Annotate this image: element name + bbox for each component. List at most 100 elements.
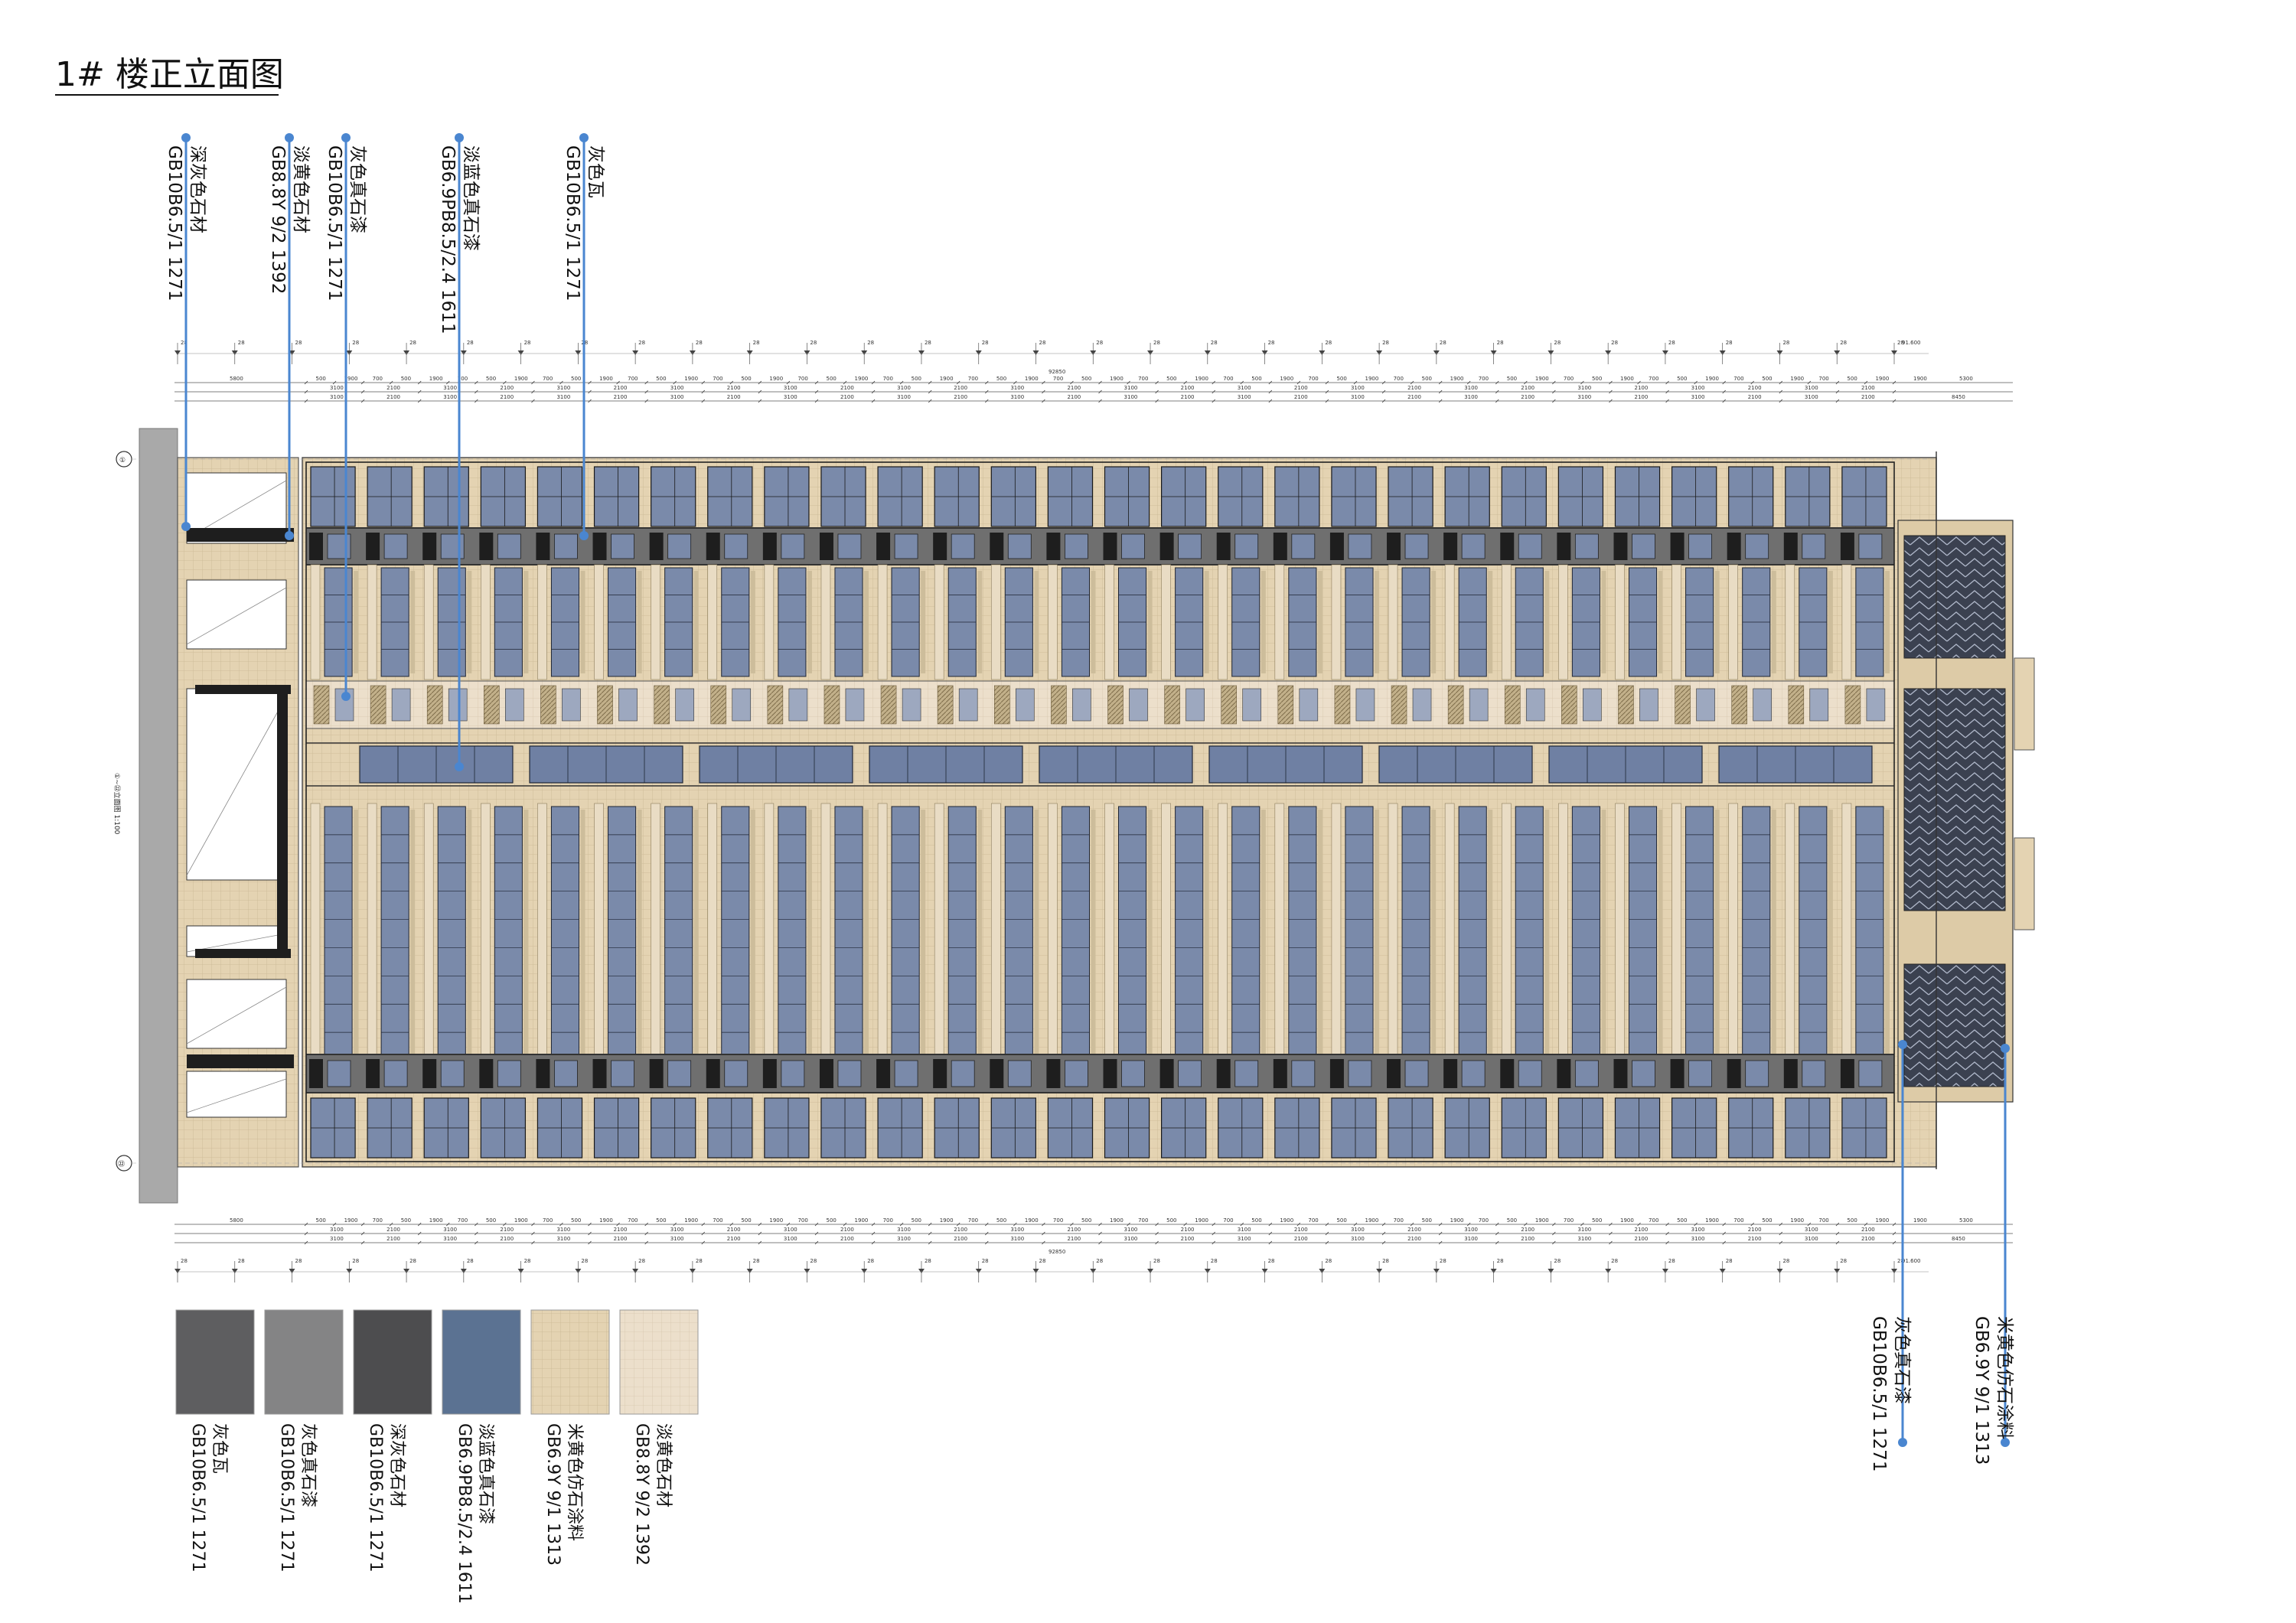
- dim-tick: [814, 1231, 819, 1236]
- callout-dot-top: [579, 133, 589, 142]
- dim-tick: [360, 399, 365, 403]
- pilaster: [764, 803, 775, 1064]
- dim-tick: [1552, 1231, 1556, 1236]
- dim-text: 3100: [1464, 385, 1478, 391]
- storey-mark-arrow: [861, 1269, 868, 1273]
- dim-text: 3100: [1238, 1227, 1251, 1233]
- storey-mark-text: 28: [1497, 1258, 1504, 1264]
- dim-tick: [1212, 389, 1215, 394]
- dim-text: 1900: [769, 376, 783, 382]
- storey-mark-arrow: [1719, 350, 1726, 355]
- dim-text: 2100: [727, 385, 741, 391]
- dim-tick: [673, 380, 677, 385]
- pilaster: [1785, 803, 1795, 1064]
- facade-band-stone-band: [305, 680, 1895, 729]
- dim-tick: [1495, 389, 1499, 394]
- dim-text: 500: [1081, 1217, 1091, 1224]
- dim-text: 1900: [940, 376, 954, 382]
- dim-text: 3100: [556, 1227, 570, 1233]
- dim-text: 1900: [1875, 1217, 1889, 1224]
- dim-tick: [445, 1222, 450, 1227]
- stone-window: [675, 688, 694, 722]
- dim-text: 3100: [330, 1236, 344, 1242]
- window-glass: [1628, 806, 1658, 1061]
- dim-tick: [1807, 380, 1812, 385]
- band-window: [1348, 1060, 1372, 1087]
- pilaster: [1048, 564, 1058, 680]
- storey-mark-arrow: [975, 350, 982, 355]
- band-window: [724, 1060, 748, 1087]
- dim-text: 3100: [556, 1236, 570, 1242]
- entry-frame: [277, 685, 288, 958]
- dim-tick: [1353, 1222, 1358, 1227]
- pilaster: [651, 803, 660, 1064]
- band-window: [1518, 1060, 1542, 1087]
- dim-text: 2100: [840, 1236, 854, 1242]
- dim-tick: [1835, 1231, 1840, 1236]
- dim-tick: [1779, 1240, 1783, 1245]
- window-glass: [380, 806, 409, 1061]
- dim-tick: [1665, 1231, 1669, 1236]
- stone-window: [391, 688, 411, 722]
- band-block: [990, 533, 1004, 560]
- entry-opening: [186, 1071, 287, 1118]
- dim-tick: [1268, 399, 1273, 403]
- stone-window: [618, 688, 638, 722]
- dim-tick: [1042, 380, 1045, 385]
- pier: [1034, 571, 1039, 673]
- dim-tick: [814, 380, 819, 385]
- storey-mark-arrow: [174, 1269, 181, 1273]
- dim-tick: [1381, 1231, 1386, 1236]
- dim-text: 1900: [1620, 1217, 1634, 1224]
- dim-text: 700: [1394, 1217, 1404, 1224]
- dim-text: 3100: [330, 1227, 344, 1233]
- swatch-color: [353, 1309, 432, 1415]
- band-window: [667, 1060, 692, 1087]
- storey-mark-text: 28: [1211, 340, 1218, 346]
- pilaster: [1444, 564, 1455, 680]
- pier: [1544, 571, 1550, 673]
- dim-tick: [531, 389, 535, 394]
- window-glass: [1799, 806, 1828, 1061]
- dim-text: 3100: [1464, 1236, 1478, 1242]
- band-block: [479, 533, 494, 560]
- band-block: [479, 1059, 494, 1088]
- dim-text: 500: [1422, 376, 1432, 382]
- dim-text: 3100: [330, 385, 344, 391]
- storey-mark-text: 28: [925, 1258, 931, 1264]
- dim-tick: [1835, 380, 1840, 385]
- dim-tick: [814, 389, 819, 394]
- dim-tick: [503, 380, 507, 385]
- dim-tick: [985, 399, 989, 403]
- band-window: [1064, 533, 1088, 559]
- stone-grille: [1675, 685, 1691, 725]
- dim-tick: [360, 1222, 365, 1227]
- pier: [1091, 571, 1096, 673]
- dim-text: 3100: [897, 1236, 911, 1242]
- dim-tick: [1268, 1222, 1273, 1227]
- dim-text: 500: [1166, 1217, 1176, 1224]
- dim-text: 2100: [1294, 1227, 1308, 1233]
- pier: [1091, 810, 1096, 1058]
- pier: [1828, 571, 1833, 673]
- stone-window: [1753, 688, 1772, 722]
- dim-tick: [1013, 380, 1017, 385]
- window-glass: [1571, 806, 1600, 1061]
- dim-text: 3100: [670, 1236, 684, 1242]
- storey-mark-text: 28: [1668, 340, 1675, 346]
- dim-tick: [1325, 1240, 1329, 1245]
- dim-tick: [304, 380, 308, 385]
- dim-tick: [1779, 399, 1783, 403]
- storey-mark-arrow: [346, 1269, 353, 1273]
- entry-opening: [186, 979, 287, 1049]
- dim-tick: [1552, 389, 1556, 394]
- dim-tick: [871, 1240, 876, 1245]
- dim-tick: [417, 380, 422, 385]
- callout-code: GB10B6.5/1 1271: [1869, 1316, 1889, 1471]
- window-glass: [1231, 806, 1261, 1061]
- dim-end-span: 8450: [1952, 394, 1965, 400]
- band-block: [933, 533, 947, 560]
- dim-text: 500: [1507, 376, 1517, 382]
